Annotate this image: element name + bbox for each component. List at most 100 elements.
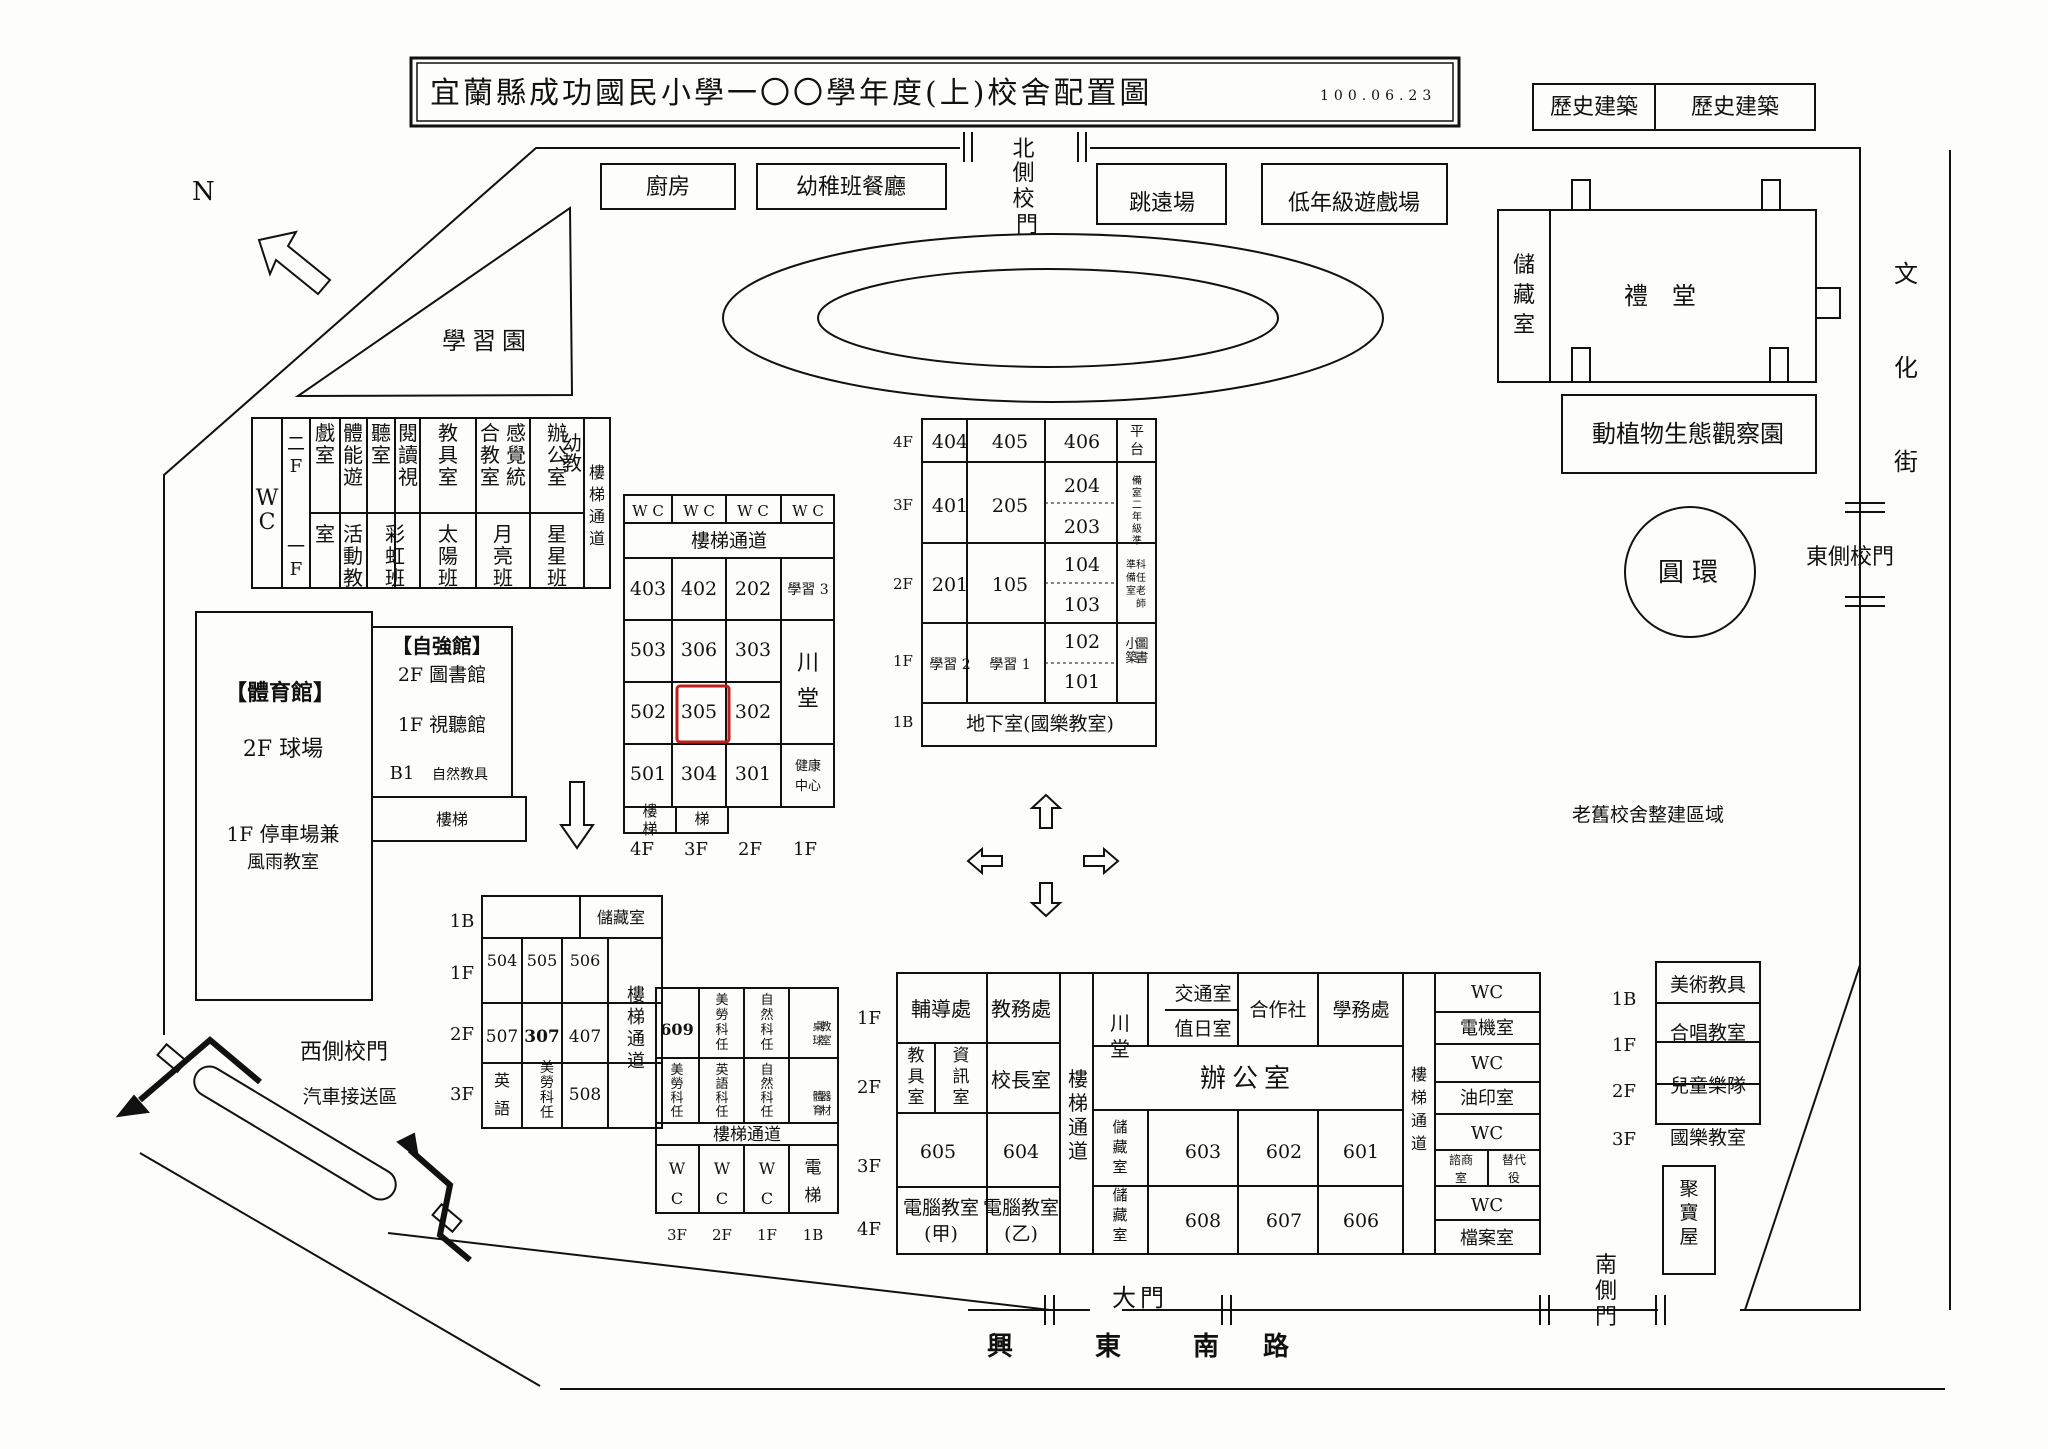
sc-room: 桌球教室 — [813, 1020, 832, 1047]
ne-room: 平台 — [1130, 424, 1144, 458]
admin-right-room: 室 — [1455, 1170, 1467, 1185]
legend-item-2: 歷史建築 — [1691, 95, 1779, 120]
sc-room: 美勞科任 — [715, 993, 728, 1053]
sc-wc: W — [714, 1159, 731, 1178]
sc-stairs: 樓梯通道 — [713, 1125, 781, 1145]
sw-floor-label: 1B — [450, 911, 475, 932]
zijiang-b1: B1 — [390, 763, 415, 784]
ne-room: 401 — [932, 495, 968, 517]
highlight-room-305 — [675, 684, 731, 744]
west-upper-room: 戲室 — [315, 421, 335, 467]
admin-stairs: 樓梯通道 — [1068, 1067, 1088, 1163]
zijiang-2f: 2F 圖書館 — [398, 664, 486, 686]
learning-garden: 學習園 — [442, 327, 532, 355]
roundabout: 圓環 — [1658, 558, 1726, 588]
center-room: 305 — [681, 701, 717, 723]
admin-room: 電腦教室 — [903, 1197, 979, 1219]
main-gate-label: 大門 — [1112, 1284, 1168, 1312]
admin-right-room: 替代 — [1502, 1153, 1526, 1167]
west-upper-room: 幼教 — [562, 431, 582, 475]
center-floor-label: 4F — [630, 839, 654, 860]
gym-1f-b: 風雨教室 — [247, 852, 319, 873]
ne-room: 406 — [1064, 431, 1100, 453]
se-floor-label: 3F — [1612, 1129, 1636, 1150]
sc-floor-label: 1B — [803, 1226, 824, 1244]
sc-elevator: 電梯 — [805, 1158, 822, 1206]
south-street-char: 興 — [987, 1332, 1013, 1362]
west-upper-room: 合教室 — [480, 421, 500, 489]
sc-wc: C — [761, 1189, 773, 1208]
admin-office: 辦公室 — [1200, 1064, 1296, 1094]
west-upper-room: 聽室 — [371, 421, 391, 467]
running-track — [722, 233, 1384, 403]
sw-room: 504 — [487, 951, 518, 970]
west-lower-room: 室 — [315, 522, 335, 546]
sc-room: 美勞科任 — [670, 1063, 683, 1120]
admin-stairs: 樓梯通道 — [1411, 1065, 1427, 1153]
south-street-char: 東 — [1095, 1332, 1121, 1362]
admin-room: 607 — [1266, 1210, 1302, 1232]
center-room: 301 — [735, 763, 771, 785]
center-chuan: 川堂 — [797, 651, 819, 712]
admin-right-room: 油印室 — [1460, 1088, 1514, 1109]
admin-floor-label: 3F — [857, 1156, 881, 1177]
admin-right-room: 電機室 — [1460, 1018, 1514, 1039]
admin-right-room: 役 — [1508, 1170, 1520, 1185]
car-dropoff: 汽車接送區 — [302, 1086, 397, 1108]
admin-right-room: WC — [1471, 982, 1503, 1003]
auditorium-storage: 儲藏室 — [1513, 253, 1535, 338]
south-street-char: 路 — [1263, 1331, 1290, 1362]
ne-room: 201 — [932, 574, 968, 596]
sw-room: 407 — [569, 1027, 601, 1047]
west-lower-room: 月亮班 — [493, 522, 513, 590]
admin-room: 校長室 — [991, 1068, 1051, 1092]
page-title: 宜蘭縣成功國民小學一〇〇學年度(上)校舍配置圖 — [430, 76, 1152, 111]
admin-right-room: WC — [1471, 1053, 1503, 1074]
zijiang-b1-room: 自然教具 — [432, 766, 488, 783]
west-upper-room: 閱讀視 — [398, 421, 418, 489]
admin-room: 合作社 — [1249, 999, 1306, 1021]
se-room: 合唱教室 — [1670, 1022, 1746, 1044]
center-room: 學習 3 — [787, 582, 828, 598]
sc-room: 體育器材 — [813, 1090, 832, 1117]
sc-room: 自然科任 — [760, 1063, 773, 1120]
ne-floor-label: 3F — [893, 496, 913, 514]
ne-room: 103 — [1064, 594, 1100, 616]
ne-floor-label: 2F — [893, 575, 913, 593]
admin-room: 602 — [1266, 1141, 1302, 1163]
kindergarten-dining: 幼稚班餐廳 — [796, 175, 906, 200]
compass-label: N — [192, 177, 215, 207]
ne-room: 圖書小築 — [1125, 637, 1148, 666]
admin-storage: 儲藏室 — [1112, 1186, 1127, 1244]
west-stairs: 樓梯通道 — [589, 463, 605, 548]
ne-floor-label: 1B — [893, 713, 914, 731]
admin-room: 資訊室 — [953, 1046, 970, 1108]
admin-room: 電腦教室 — [983, 1197, 1059, 1219]
sc-wc: C — [671, 1189, 683, 1208]
sw-room: 美勞科任 — [540, 1060, 554, 1121]
admin-floor-label: 4F — [857, 1219, 881, 1240]
sc-wc: W — [669, 1159, 686, 1178]
center-room: 503 — [630, 639, 666, 661]
admin-floor-label: 2F — [857, 1077, 881, 1098]
east-gate-label: 東側校門 — [1806, 545, 1894, 570]
ne-room: 203 — [1064, 516, 1100, 538]
sw-room: 307 — [524, 1027, 560, 1047]
sw-stairs: 樓梯通道 — [627, 985, 645, 1072]
center-room: 501 — [630, 763, 666, 785]
west-upper-room: 辦公室 — [547, 421, 567, 489]
ne-room: 學習 2 — [929, 657, 970, 673]
sc-room: 英語科任 — [715, 1063, 728, 1120]
center-bottom-stairs: 樓梯 — [642, 802, 657, 838]
gym-2f: 2F 球場 — [243, 737, 323, 762]
admin-room: 601 — [1343, 1141, 1379, 1163]
admin-right-room: WC — [1471, 1123, 1503, 1144]
zijiang-title: 【自強館】 — [392, 634, 492, 658]
ne-room: 204 — [1064, 475, 1100, 497]
ne-room: 404 — [932, 431, 968, 453]
admin-room: 教具室 — [908, 1046, 925, 1108]
kitchen: 廚房 — [646, 175, 690, 200]
